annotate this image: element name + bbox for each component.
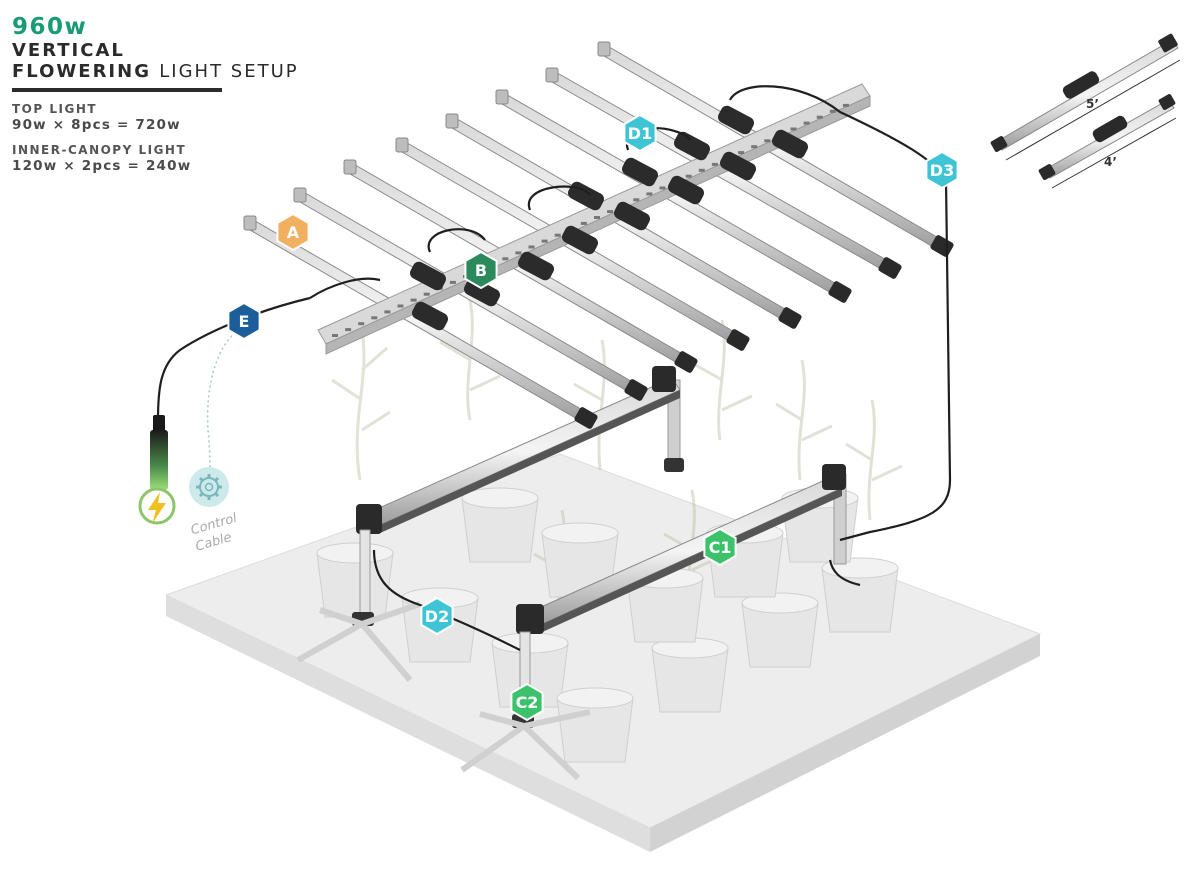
spec-label: INNER-CANOPY LIGHT xyxy=(12,143,187,157)
title-line-2: FLOWERING LIGHT SETUP xyxy=(12,61,342,82)
driver-box xyxy=(667,175,705,205)
driver-box xyxy=(717,105,755,135)
spec-inner-canopy: INNER-CANOPY LIGHT 120w × 2pcs = 240w xyxy=(12,143,342,175)
rail-hole xyxy=(410,298,417,302)
rail-hole xyxy=(751,145,758,149)
rail-hole xyxy=(790,127,797,131)
rail-hole xyxy=(397,304,404,308)
wattage-title: 960w xyxy=(12,14,88,40)
rail-hole xyxy=(842,103,849,107)
rail-hole xyxy=(580,221,587,225)
badge-label: B xyxy=(475,261,487,280)
badge-label: C1 xyxy=(709,538,732,557)
badge-b: B xyxy=(464,250,498,290)
inset-length-5: 5’ xyxy=(1086,97,1099,111)
rail-hole xyxy=(384,310,391,314)
driver-box xyxy=(719,151,757,181)
badge-label: D2 xyxy=(425,607,449,626)
badge-label: D1 xyxy=(628,124,652,143)
top-light-bar xyxy=(597,41,954,257)
driver-box xyxy=(673,131,711,161)
rail-hole xyxy=(738,151,745,155)
badge-e: E xyxy=(227,301,261,341)
badge-d2: D2 xyxy=(420,596,454,636)
rail-hole xyxy=(816,115,823,119)
plant-pot xyxy=(461,487,539,563)
driver-box xyxy=(409,261,447,291)
rail-hole xyxy=(646,192,653,196)
driver-box xyxy=(621,157,659,187)
drivers xyxy=(409,105,809,331)
cables xyxy=(156,85,952,651)
rail-hole xyxy=(698,168,705,172)
header: 960w VERTICAL FLOWERING LIGHT SETUP TOP … xyxy=(12,14,342,175)
rail-hole xyxy=(332,334,338,337)
driver-box xyxy=(561,225,599,255)
control-cable-label: Control Cable xyxy=(189,511,239,555)
rail-hole xyxy=(345,328,352,332)
inner-canopy-light-back xyxy=(296,366,684,682)
badge-label: C2 xyxy=(516,693,539,712)
driver-box xyxy=(517,251,555,281)
title-light-words: LIGHT SETUP xyxy=(159,61,299,82)
rail-hole xyxy=(607,210,614,214)
rail-hole xyxy=(423,292,430,296)
plant-pot xyxy=(741,592,819,668)
driver-box xyxy=(771,129,809,159)
rail-hole xyxy=(633,198,640,202)
rail-hole xyxy=(659,186,666,190)
power-plug-icon xyxy=(150,415,168,490)
gear-icon xyxy=(189,467,229,507)
rail-hole xyxy=(554,233,561,237)
title-rule xyxy=(12,88,222,92)
size-inset: 5’ 4’ xyxy=(990,33,1181,189)
spec-top-light: TOP LIGHT 90w × 8pcs = 720w xyxy=(12,102,342,134)
lightning-icon xyxy=(138,487,176,525)
badge-a: A xyxy=(276,212,310,252)
plant-pot xyxy=(651,637,729,713)
badge-label: A xyxy=(287,223,300,242)
rail-hole xyxy=(528,245,535,249)
top-light-bar xyxy=(243,215,598,429)
floor-platform xyxy=(164,453,1042,852)
spec-value: 90w × 8pcs = 720w xyxy=(12,117,181,133)
rail-hole xyxy=(829,109,836,113)
title-line-1: VERTICAL xyxy=(12,40,125,61)
inner-canopy-light-front xyxy=(460,464,847,781)
badge-d3: D3 xyxy=(925,150,959,190)
rail-hole xyxy=(711,162,718,166)
rail-hole xyxy=(764,139,771,143)
rail-hole xyxy=(449,280,456,284)
driver-box xyxy=(463,277,501,307)
badge-label: E xyxy=(239,312,250,331)
title-bold-word: FLOWERING xyxy=(12,61,151,82)
plant-pot xyxy=(556,687,634,763)
spec-value: 120w × 2pcs = 240w xyxy=(12,158,192,174)
badge-d1: D1 xyxy=(623,113,657,153)
badge-c2: C2 xyxy=(510,682,544,722)
rail-hole xyxy=(358,322,365,326)
control-cable-line xyxy=(206,329,241,471)
rail-hole xyxy=(515,251,522,255)
driver-box xyxy=(411,301,449,331)
rail-hole xyxy=(594,216,600,219)
badge-c1: C1 xyxy=(703,527,737,567)
driver-box xyxy=(567,181,605,211)
rail-hole xyxy=(685,174,692,178)
rail-hole xyxy=(541,239,548,243)
rail-hole xyxy=(371,316,378,320)
inset-length-4: 4’ xyxy=(1104,155,1117,169)
rail-hole xyxy=(803,121,810,125)
rail-hole xyxy=(502,257,509,261)
badge-label: D3 xyxy=(930,161,954,180)
driver-box xyxy=(613,201,651,231)
spec-label: TOP LIGHT xyxy=(12,102,98,116)
